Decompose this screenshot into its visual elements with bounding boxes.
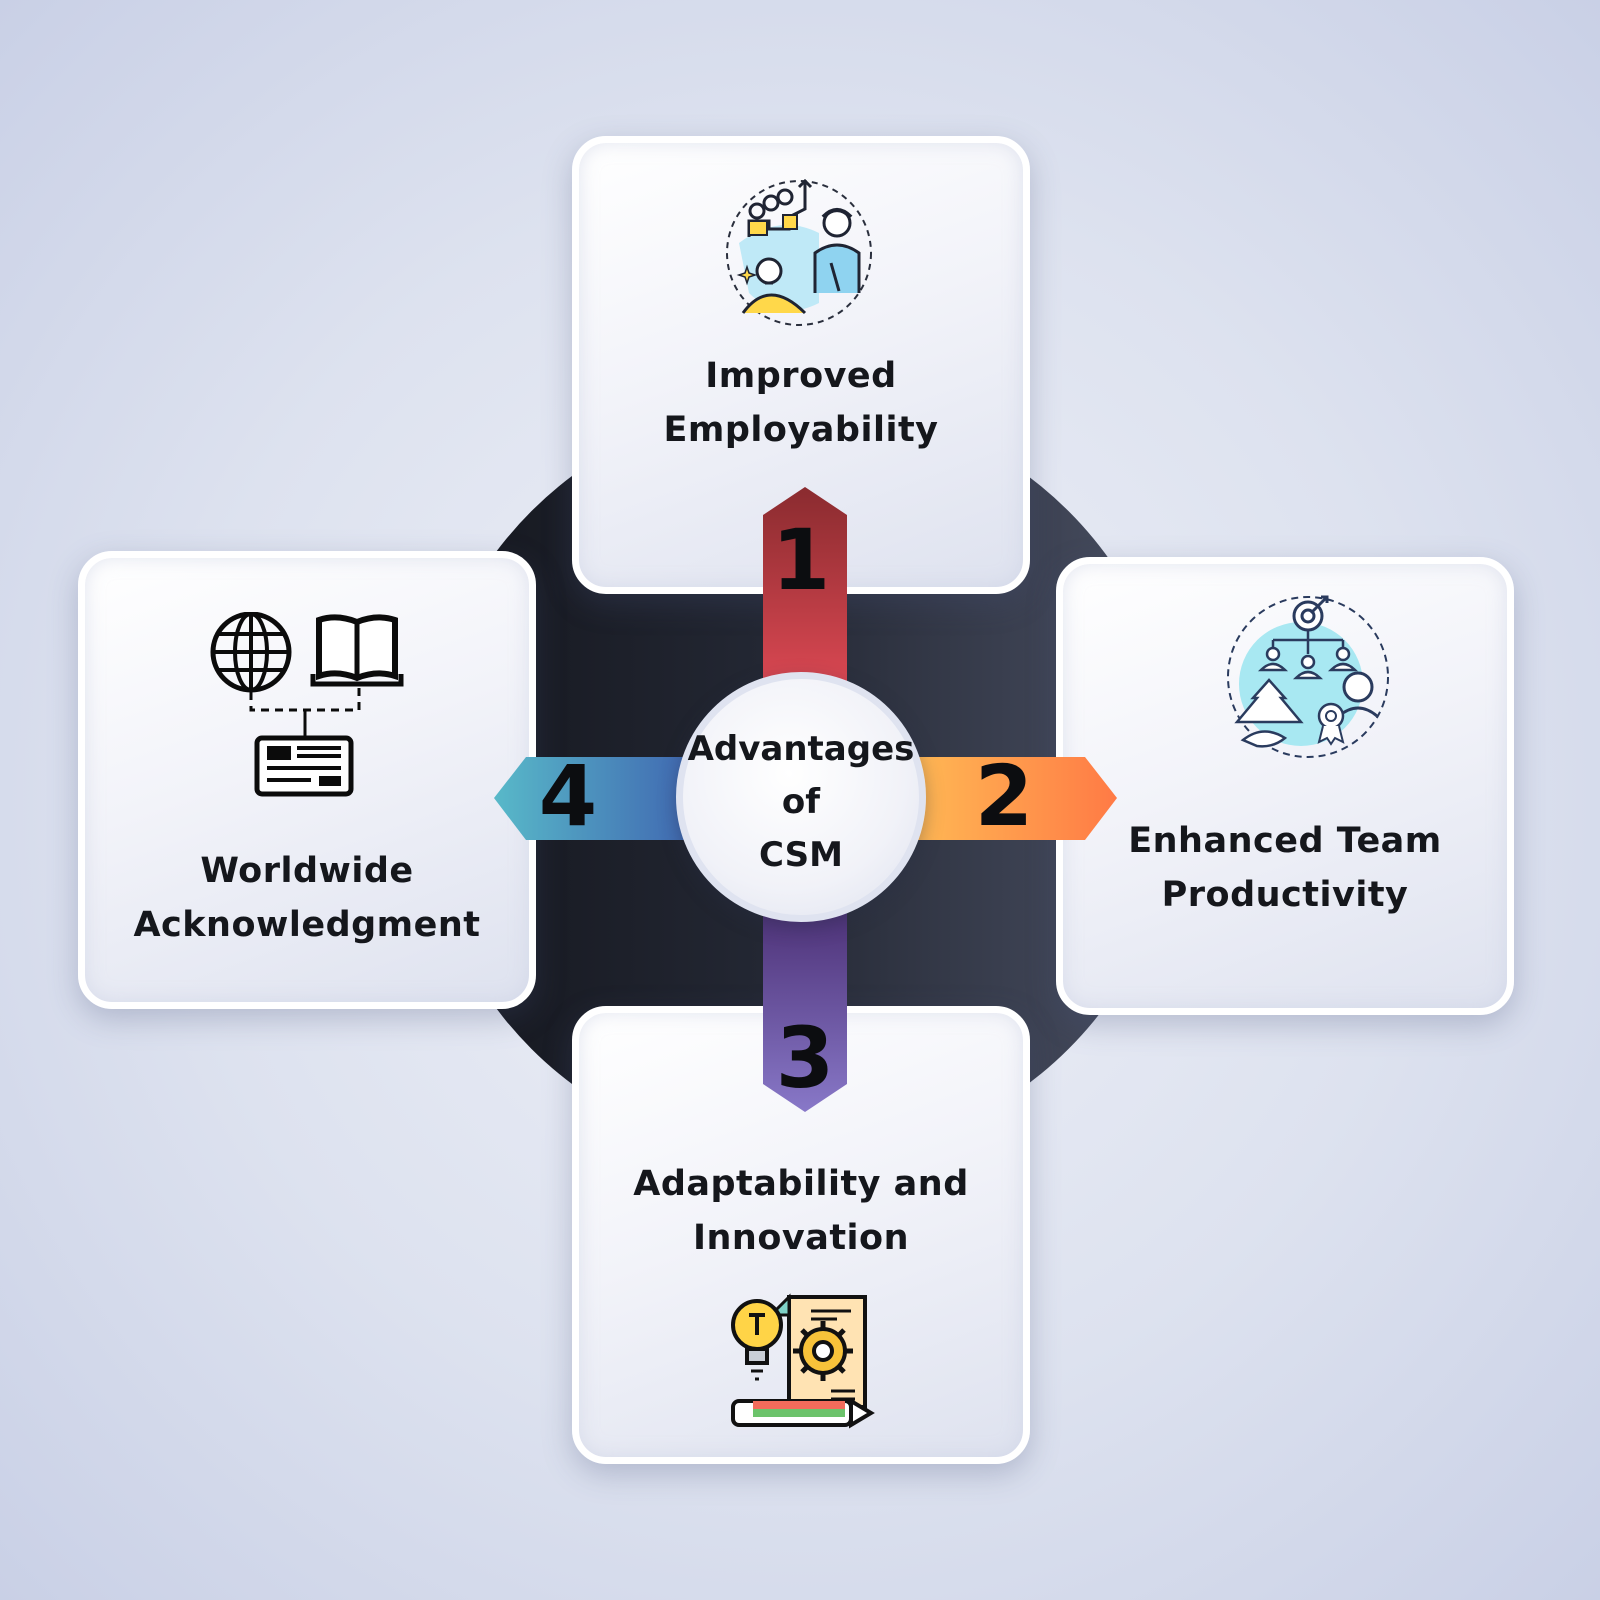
card-title-line: Adaptability and <box>633 1164 969 1204</box>
number-3: 3 <box>775 1009 835 1107</box>
center-hub: Advantages of CSM <box>676 672 926 922</box>
center-title: Advantages of CSM <box>683 723 919 882</box>
card-title-line: Productivity <box>1161 875 1409 915</box>
innovation-icon <box>731 1293 875 1429</box>
number-4: 4 <box>538 747 598 845</box>
number-2: 2 <box>974 747 1034 845</box>
card-title-line: Worldwide <box>200 851 414 891</box>
card-title-line: Enhanced Team <box>1128 821 1442 861</box>
card-worldwide-acknowledgment: Worldwide Acknowledgment <box>78 551 536 1009</box>
card-improved-employability: Improved Employability <box>572 136 1030 594</box>
arm-3 <box>763 900 847 1112</box>
card-title-line: Acknowledgment <box>133 905 481 945</box>
card-title: Enhanced Team Productivity <box>1063 814 1507 922</box>
card-title: Worldwide Acknowledgment <box>85 844 529 952</box>
card-title: Adaptability and Innovation <box>579 1157 1023 1265</box>
center-title-line: Advantages <box>687 729 915 769</box>
center-title-line: CSM <box>759 835 843 875</box>
career-growth-icon <box>726 178 872 326</box>
card-title: Improved Employability <box>579 349 1023 457</box>
card-title-line: Innovation <box>692 1218 910 1258</box>
card-enhanced-team-productivity: Enhanced Team Productivity <box>1056 557 1514 1015</box>
center-title-line: of <box>781 782 821 822</box>
card-title-line: Employability <box>663 410 939 450</box>
team-goal-icon <box>1227 595 1389 758</box>
card-title-line: Improved <box>705 356 897 396</box>
number-1: 1 <box>771 511 831 609</box>
arm-1 <box>763 487 847 700</box>
globe-book-certificate-icon <box>210 612 404 797</box>
arm-4 <box>494 757 700 840</box>
arm-2 <box>900 757 1117 840</box>
